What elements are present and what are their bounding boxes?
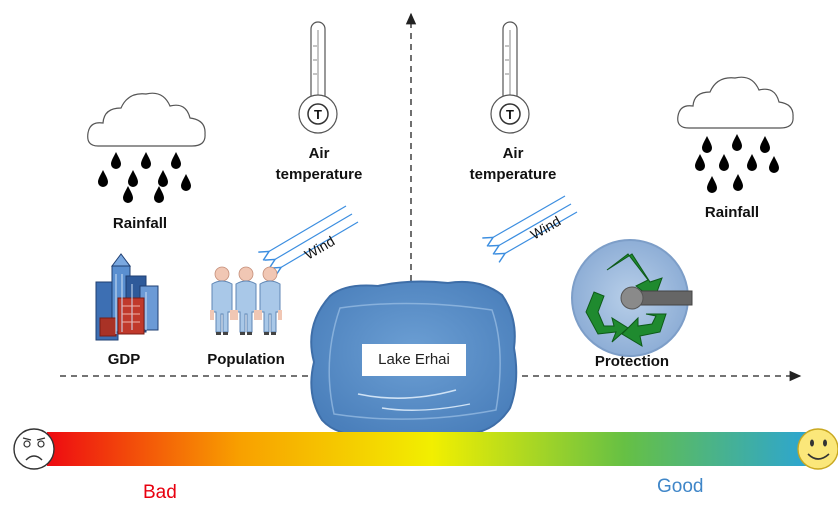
thermometer-icon <box>298 21 338 134</box>
recycle-icon <box>571 239 693 357</box>
city-buildings-icon <box>95 253 159 341</box>
raindrops-icon <box>98 152 191 203</box>
smiley-face-icon <box>797 428 838 470</box>
population-label: Population <box>207 351 285 368</box>
cloud-icon <box>677 76 794 129</box>
people-icon <box>209 266 283 336</box>
rainfall-label: Rainfall <box>112 215 168 232</box>
gdp-label: GDP <box>107 351 141 368</box>
good-label: Good <box>657 476 704 497</box>
thermometer-symbol: T <box>314 107 322 122</box>
air-temperature-label: Air temperature <box>275 145 363 183</box>
raindrops-icon <box>695 134 779 193</box>
cloud-icon <box>87 92 206 147</box>
thermometer-symbol: T <box>506 107 514 122</box>
good-bad-scale-bar <box>47 432 817 466</box>
sad-face-icon <box>13 428 55 470</box>
rainfall-label: Rainfall <box>704 204 760 221</box>
lake-label: Lake Erhai <box>362 344 466 376</box>
wind-arrows-icon <box>268 205 359 268</box>
bad-label: Bad <box>143 482 177 503</box>
wind-arrows-icon <box>492 195 578 254</box>
air-temperature-label: Air temperature <box>469 145 557 183</box>
thermometer-icon <box>490 21 530 134</box>
protection-label: Protection <box>594 353 670 370</box>
wind-label: Wind <box>528 213 564 243</box>
